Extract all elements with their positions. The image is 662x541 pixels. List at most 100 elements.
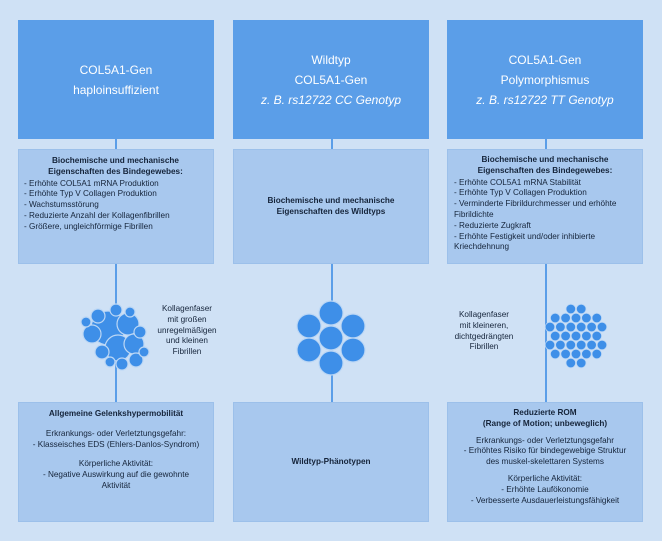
- fibril-small: [138, 346, 150, 358]
- fibril-small: [581, 348, 592, 360]
- fibril-label-line: mit großen: [167, 314, 207, 324]
- properties-box-polymorphism: Biochemische und mechanische Eigenschaft…: [447, 149, 643, 264]
- fibril-label-line: und kleinen: [166, 336, 208, 346]
- property-item: - Erhöhte Typ V Collagen Produktion: [454, 188, 587, 198]
- fibril-label-line: unregelmäßigen: [157, 325, 217, 335]
- activity-title: Körperliche Aktivität:: [507, 473, 583, 483]
- header-line: COL5A1-Gen: [508, 52, 582, 67]
- fibril-small: [576, 321, 587, 333]
- fibril-small: [565, 339, 577, 351]
- fibril-small: [570, 312, 582, 324]
- activity-item: Aktivität: [101, 480, 131, 490]
- fibril-small: [550, 312, 561, 324]
- property-item: - Reduzierte Anzahl der Kollagenfibrille…: [24, 210, 170, 220]
- fibril-small: [565, 357, 577, 369]
- fibril-small: [560, 330, 571, 342]
- outcome-box-polymorphism: Reduzierte ROM (Range of Motion; unbeweg…: [447, 402, 643, 522]
- fibril-small: [591, 348, 603, 360]
- outcome-title: Wildtyp-Phänotypen: [291, 456, 371, 466]
- risk-item: - Erhöhtes Risiko für bindegewebige Stru…: [463, 446, 627, 456]
- property-item: - Erhöhte Typ V Collagen Produktion: [24, 189, 157, 199]
- fibril-small: [591, 330, 603, 342]
- properties-box-haploinsufficient: Biochemische und mechanische Eigenschaft…: [18, 149, 214, 264]
- fibril-label-line: dichtgedrängten: [454, 331, 514, 341]
- fibril-small: [80, 316, 92, 328]
- fibril-small: [570, 348, 582, 360]
- fibril-small: [90, 308, 106, 324]
- fibril-small: [115, 357, 129, 371]
- activity-item: - Erhöhte Laufökonomie: [501, 484, 589, 494]
- fibril-small: [576, 339, 587, 351]
- fibril-label-line: Kollagenfaser: [161, 304, 213, 313]
- fibril-small: [544, 339, 556, 351]
- header-polymorphism: COL5A1-Gen Polymorphismus z. B. rs12722 …: [447, 20, 643, 139]
- header-line: Wildtyp: [311, 52, 351, 67]
- fibril-small: [586, 339, 597, 351]
- fibril-small: [596, 339, 608, 351]
- fibril-small: [133, 325, 147, 339]
- outcome-subtitle: (Range of Motion; unbeweglich): [482, 418, 608, 428]
- property-item: - Größere, ungleichförmige Fibrillen: [24, 221, 153, 231]
- fibril-small: [560, 312, 571, 324]
- risk-title: Erkrankungs- oder Verletztungsgefahr: [476, 435, 614, 445]
- header-line: COL5A1-Gen: [79, 62, 153, 77]
- fibril-small: [565, 321, 577, 333]
- properties-title: Biochemische und mechanische Eigenschaft…: [267, 195, 395, 216]
- fibril-small: [581, 312, 592, 324]
- header-genotype: z. B. rs12722 CC Genotyp: [260, 92, 402, 107]
- fibril-large: [82, 324, 102, 344]
- fibril-small: [544, 321, 556, 333]
- fibril-small: [104, 356, 116, 368]
- property-item: - Reduzierte Zugkraft: [454, 220, 531, 230]
- outcome-box-haploinsufficient: Allgemeine Gelenkshypermobilität Erkrank…: [18, 402, 214, 522]
- fibril-small: [560, 348, 571, 360]
- fibril-small: [550, 330, 561, 342]
- fibril-small: [128, 352, 144, 368]
- fibril-small: [581, 330, 592, 342]
- property-item: - Erhöhte Festigkeit und/oder inhibierte…: [454, 231, 596, 252]
- activity-item: - Negative Auswirkung auf die gewohnte: [42, 470, 190, 480]
- fibril-small: [576, 303, 587, 315]
- properties-title: Biochemische und mechanische Eigenschaft…: [48, 156, 183, 176]
- fibril-small: [570, 330, 582, 342]
- header-haploinsufficient: COL5A1-Gen haploinsuffizient: [18, 20, 214, 139]
- header-genotype: z. B. rs12722 TT Genotyp: [476, 92, 614, 107]
- fibril-small: [596, 321, 608, 333]
- header-wildtype: Wildtyp COL5A1-Gen z. B. rs12722 CC Geno…: [233, 20, 429, 139]
- risk-item: - Klasseisches EDS (Ehlers-Danlos-Syndro…: [32, 439, 200, 449]
- fibril-small: [586, 321, 597, 333]
- properties-box-wildtype: Biochemische und mechanische Eigenschaft…: [233, 149, 429, 264]
- header-line: Polymorphismus: [500, 72, 590, 87]
- property-item: - Erhöhte COL5A1 mRNA Produktion: [24, 178, 159, 188]
- fibril-small: [591, 312, 603, 324]
- fibril: [318, 300, 344, 326]
- regular-fibril-cluster: [296, 300, 366, 376]
- outcome-box-wildtype: Wildtyp-Phänotypen: [233, 402, 429, 522]
- property-item: - Erhöhte COL5A1 mRNA Stabilität: [454, 177, 581, 187]
- property-item: - Wachstumsstörung: [24, 200, 99, 210]
- fibril-small: [565, 303, 577, 315]
- activity-item: - Verbesserte Ausdauerleistungsfähigkeit: [470, 495, 620, 505]
- fibril-label-polymorphism: Kollagenfaser mit kleineren, dichtgedrän…: [444, 310, 524, 353]
- fibril-small: [124, 306, 136, 318]
- fibril-small: [94, 344, 110, 360]
- property-item: - Verminderte Fibrildurchmesser und erhö…: [454, 199, 617, 219]
- outcome-title: Allgemeine Gelenkshypermobilität: [48, 409, 184, 418]
- fibril-label-haploinsufficient: Kollagenfaser mit großen unregelmäßigen …: [150, 304, 224, 358]
- fibril: [340, 337, 366, 363]
- fibril-label-line: mit kleineren,: [459, 320, 509, 330]
- outcome-title: Reduzierte ROM: [513, 408, 577, 417]
- fibril-label-line: Fibrillen: [469, 342, 499, 352]
- properties-title: Biochemische und mechanische Eigenschaft…: [477, 155, 613, 175]
- fibril-small: [555, 339, 566, 351]
- fibril-label-line: Fibrillen: [172, 347, 202, 357]
- header-line: haploinsuffizient: [73, 82, 159, 97]
- risk-item: des muskel-skelettaren Systems: [486, 457, 604, 467]
- activity-title: Körperliche Aktivität:: [78, 459, 154, 469]
- fibril: [318, 350, 344, 376]
- irregular-fibril-cluster: [80, 303, 150, 371]
- fibril-label-line: Kollagenfaser: [458, 310, 510, 319]
- fibril-small: [109, 303, 123, 317]
- fibril-small: [550, 348, 561, 360]
